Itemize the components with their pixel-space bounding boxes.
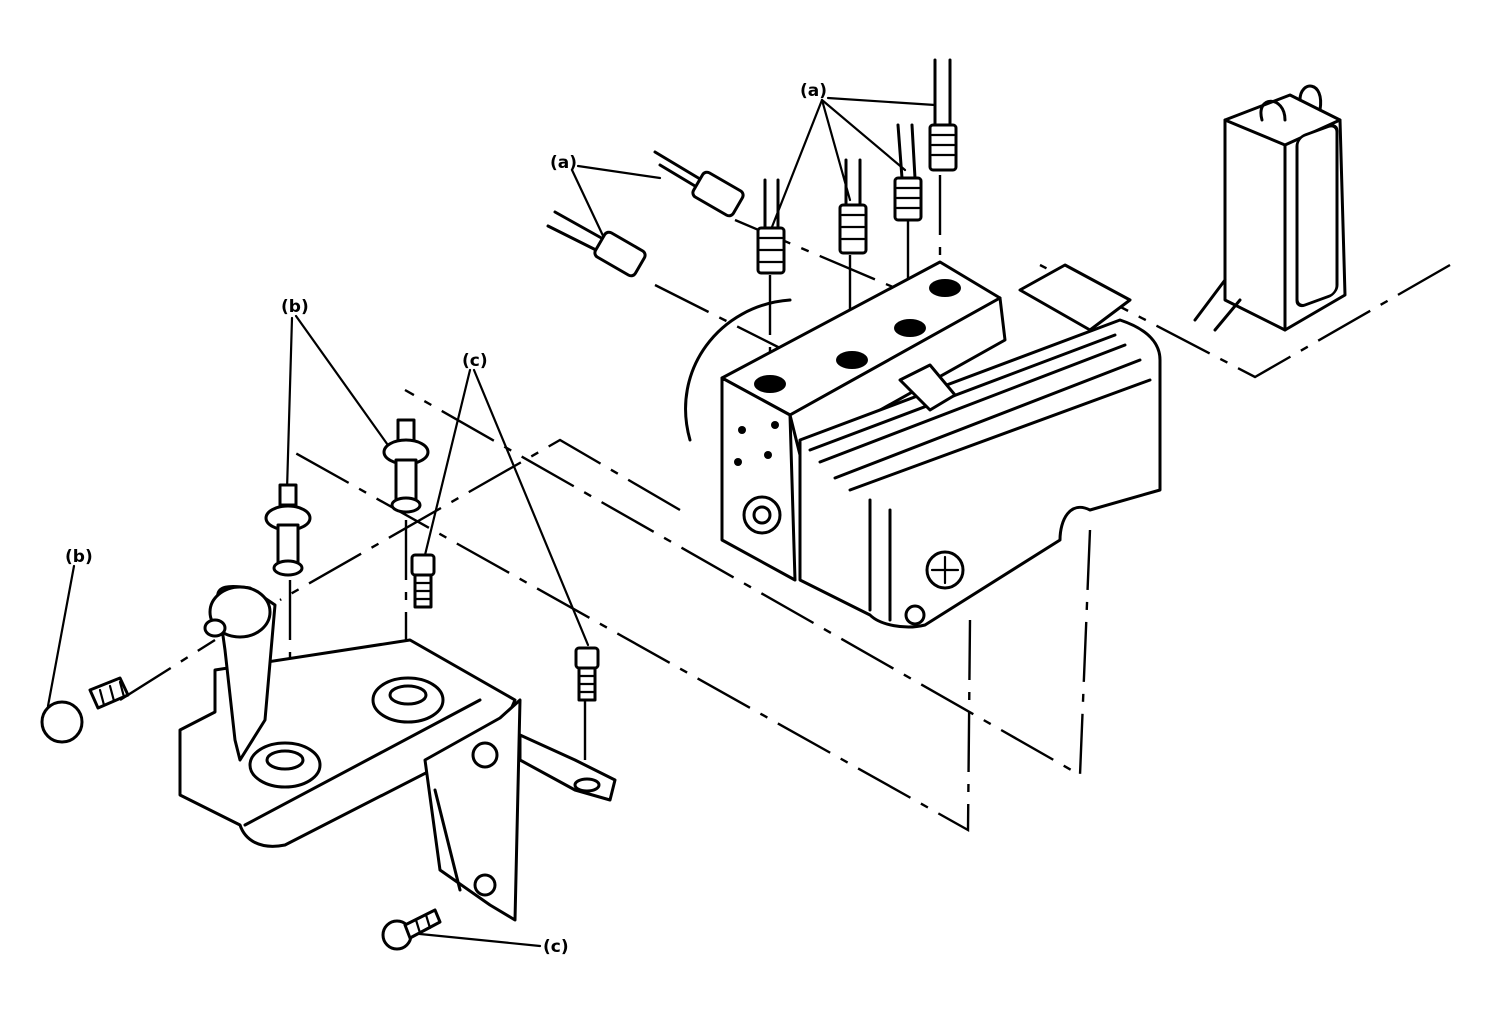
callout-b-top: (b) [281,297,309,317]
mounting-bracket [178,585,617,922]
callout-b-left: (b) [65,547,93,567]
flare-nuts [593,123,958,278]
callout-a-top: (a) [800,81,827,101]
callout-c-bottom: (c) [543,937,569,957]
hydraulic-unit [684,260,1162,629]
relay-connector [1193,84,1347,332]
fasteners [40,418,600,951]
callout-a-left: (a) [550,153,577,173]
callout-c-top: (c) [462,351,488,371]
